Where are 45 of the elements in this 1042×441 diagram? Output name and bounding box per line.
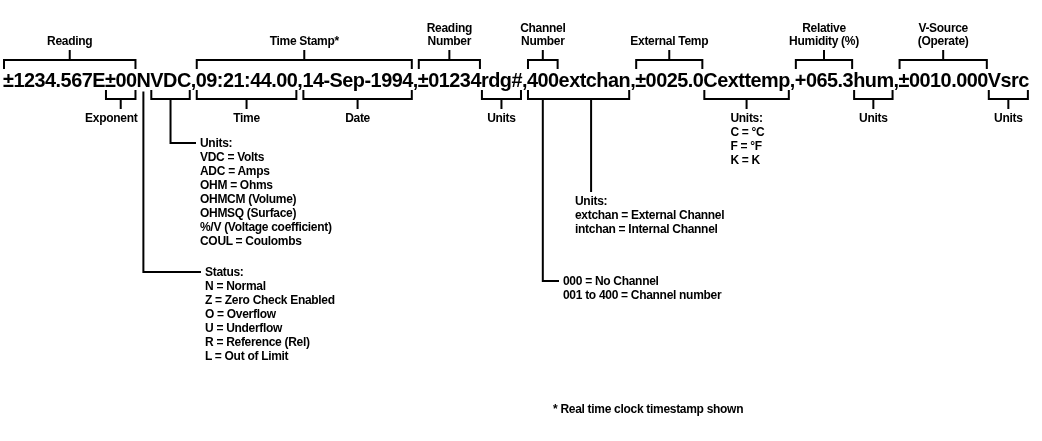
field-label: Reading Number [425,22,473,48]
unit-code: C = °C [730,126,765,139]
field-label: Units [859,112,888,125]
list-item: L = Out of Limit [205,349,290,363]
list-item: Units: [200,136,234,150]
list-item: OHMCM (Volume) [200,192,298,206]
field-label: Time [233,112,260,125]
list-item: OHMSQ (Surface) [200,206,298,220]
list-item: Z = Zero Check Enabled [205,293,335,307]
footnote: * Real time clock timestamp shown [553,403,744,416]
field-label: Reading [47,35,93,48]
list-item: N = Normal [205,279,267,293]
field-label: Units [487,112,516,125]
list-item: extchan = External Channel [575,208,725,222]
list-item: intchan = Internal Channel [575,222,719,236]
leader-line [169,99,197,144]
field-label: Time Stamp* [269,35,339,48]
field-label: Exponent [85,112,138,125]
field-label: Relative Humidity (%) [788,22,860,48]
field-label: Units [994,112,1023,125]
list-item: 000 = No Channel [563,274,660,288]
list-item: O = Overflow [205,307,277,321]
bracket [527,89,631,100]
list-item: %/V (Voltage coefficient) [200,220,332,234]
leader-line [142,90,202,273]
unit-code: K = K [730,154,760,167]
list-item: R = Reference (Rel) [205,335,311,349]
bracket [150,89,191,100]
list-item: OHM = Ohms [200,178,274,192]
field-label: Date [345,112,370,125]
list-item: 001 to 400 = Channel number [563,288,722,302]
list-item: Units: [575,194,609,208]
field-label: External Temp [630,35,709,48]
data-record-text: ±1234.567E±00NVDC,09:21:44.00,14-Sep-1994,±01234rdg#,400extchan,±0025.0Cexttemp,+065.3hum,±0010.000Vsrc [3,68,1029,92]
list-item: COUL = Coulombs [200,234,303,248]
field-label: V-Source (Operate) [916,22,970,48]
list-item: U = Underflow [205,321,284,335]
list-item: ADC = Amps [200,164,271,178]
field-label: Units: [730,112,763,125]
unit-code: F = °F [730,140,762,153]
leader-line [590,99,593,193]
field-label: Channel Number [519,22,567,48]
list-item: Status: [205,265,245,279]
list-item: VDC = Volts [200,150,266,164]
leader-line [541,99,560,282]
